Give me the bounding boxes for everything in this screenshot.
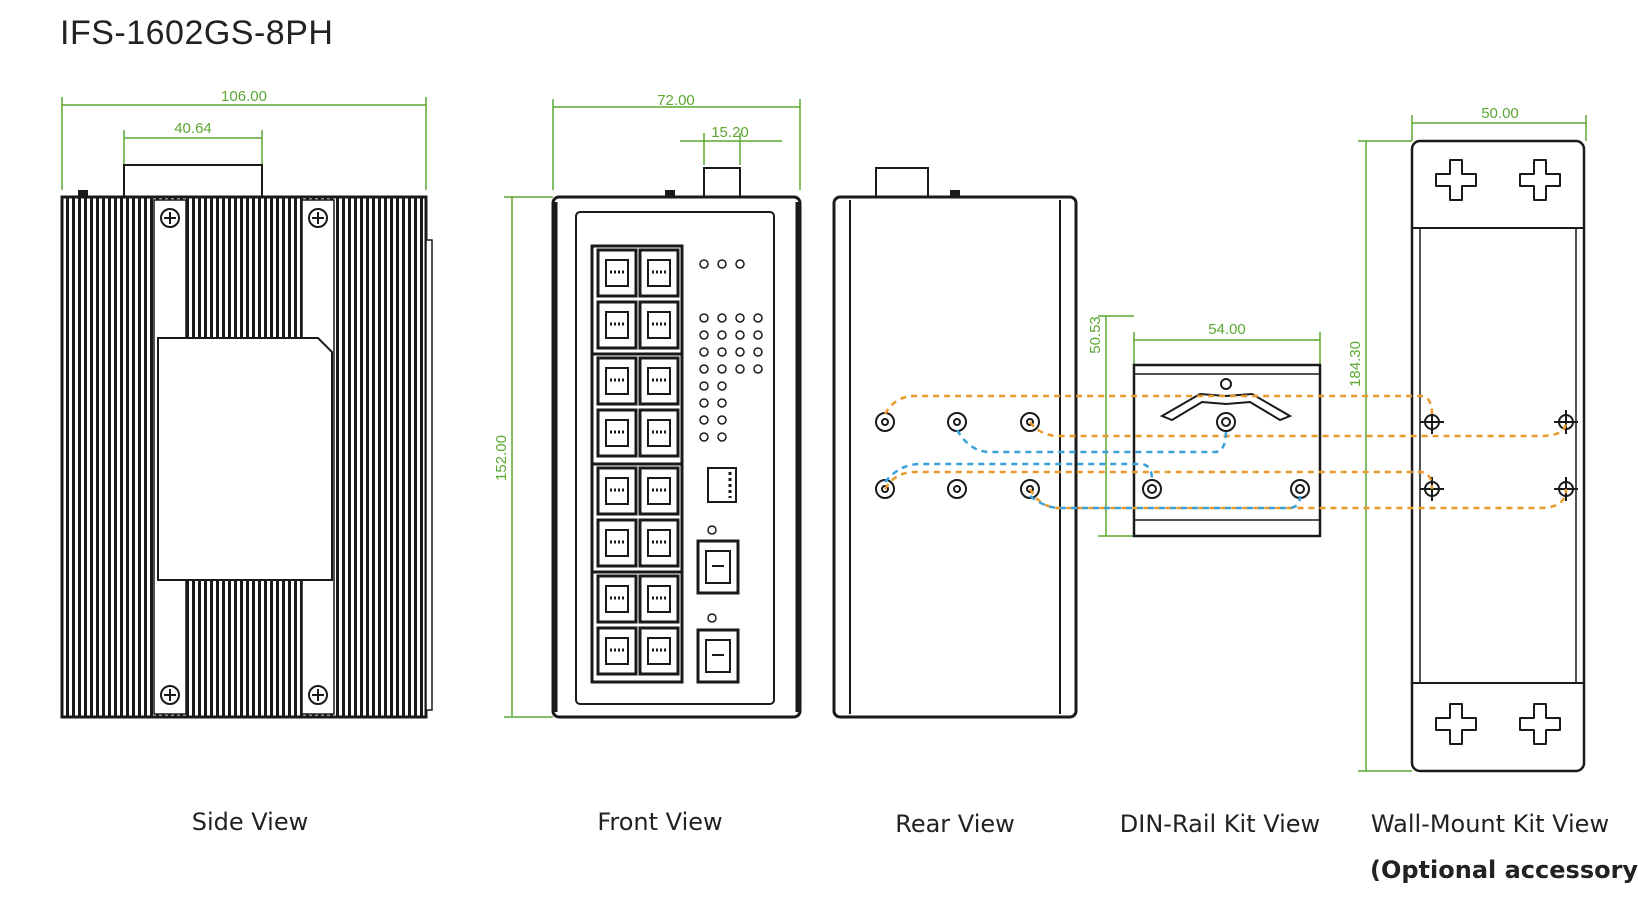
led-indicator bbox=[717, 259, 727, 269]
caption-wall-mount-kit-view: Wall-Mount Kit View bbox=[1370, 810, 1610, 838]
led-indicator bbox=[717, 364, 727, 374]
page-title: IFS-1602GS-8PH bbox=[60, 14, 334, 52]
rj45-port bbox=[596, 248, 638, 298]
led-indicator bbox=[717, 432, 727, 442]
keyhole-icon bbox=[1519, 703, 1561, 745]
din-rail-bracket bbox=[1132, 363, 1322, 538]
led-indicator bbox=[753, 313, 763, 323]
rj45-port bbox=[638, 300, 680, 350]
wall-mount-plate bbox=[1410, 139, 1586, 773]
led-indicator bbox=[717, 381, 727, 391]
side-label-plate bbox=[157, 337, 333, 581]
keyhole-icon bbox=[1519, 159, 1561, 201]
front-rail-label: 15.20 bbox=[711, 124, 749, 141]
rj45-port bbox=[596, 518, 638, 568]
din-rail-kit-view: 50.53 54.00 bbox=[1087, 315, 1322, 538]
front-dimensions bbox=[504, 99, 801, 718]
rj45-port bbox=[638, 574, 680, 624]
led-indicator bbox=[735, 364, 745, 374]
led-indicator bbox=[699, 381, 709, 391]
caption-side-view: Side View bbox=[191, 808, 309, 836]
top-connector bbox=[78, 190, 88, 198]
led-indicator bbox=[699, 398, 709, 408]
rear-body bbox=[832, 195, 1078, 719]
led-indicator bbox=[753, 330, 763, 340]
wall-height-label: 184.30 bbox=[1347, 341, 1364, 387]
caption-din-rail-kit-view: DIN-Rail Kit View bbox=[1119, 810, 1321, 838]
caption-front-view: Front View bbox=[597, 808, 723, 836]
rj45-port bbox=[596, 356, 638, 406]
caption-optional-accessory: (Optional accessory) bbox=[1370, 856, 1638, 884]
sfp-port bbox=[696, 525, 740, 684]
led-indicator bbox=[735, 347, 745, 357]
din-clip bbox=[123, 164, 263, 198]
led-indicator bbox=[699, 415, 709, 425]
keyhole-icon bbox=[1435, 159, 1561, 745]
rj45-port bbox=[638, 466, 680, 516]
wall-mount-kit-view: 184.30 50.00 bbox=[1347, 105, 1587, 773]
caption-rear-view: Rear View bbox=[895, 810, 1015, 838]
side-rail-label: 40.64 bbox=[174, 120, 212, 137]
alignment-guides bbox=[883, 394, 1568, 510]
din-width-label: 54.00 bbox=[1208, 321, 1246, 338]
rj45-port bbox=[638, 248, 680, 298]
rj45-port bbox=[638, 626, 680, 676]
led-indicator bbox=[717, 313, 727, 323]
led-indicator bbox=[735, 313, 745, 323]
keyhole-icon bbox=[1435, 703, 1477, 745]
rj45-port bbox=[638, 356, 680, 406]
side-view: 106.00 40.64 bbox=[60, 88, 433, 719]
front-din-clip bbox=[703, 167, 741, 199]
screw-icon bbox=[160, 208, 328, 705]
rj45-ports bbox=[596, 248, 680, 676]
din-height-label: 50.53 bbox=[1087, 316, 1104, 354]
dip-switch bbox=[707, 467, 737, 503]
rear-din-clip bbox=[875, 167, 929, 199]
keyhole-icon bbox=[1435, 159, 1477, 201]
front-view: 72.00 15.20 152.00 bbox=[493, 92, 802, 719]
led-indicator bbox=[699, 432, 709, 442]
led-indicator bbox=[699, 259, 709, 269]
side-edge bbox=[425, 239, 433, 711]
rj45-port bbox=[596, 626, 638, 676]
led-indicator bbox=[753, 347, 763, 357]
led-indicator bbox=[699, 347, 709, 357]
rj45-port bbox=[596, 574, 638, 624]
led-indicator bbox=[717, 398, 727, 408]
rj45-port bbox=[596, 300, 638, 350]
wall-screw-holes bbox=[1420, 410, 1578, 501]
rj45-port bbox=[638, 518, 680, 568]
led-indicator bbox=[717, 347, 727, 357]
led-indicator bbox=[699, 364, 709, 374]
led-indicator bbox=[735, 330, 745, 340]
led-indicator bbox=[717, 330, 727, 340]
led-indicator bbox=[753, 364, 763, 374]
led-indicator bbox=[717, 415, 727, 425]
side-width-dimension bbox=[61, 97, 427, 190]
side-width-label: 106.00 bbox=[221, 88, 267, 105]
front-width-label: 72.00 bbox=[657, 92, 695, 109]
rj45-port bbox=[596, 408, 638, 458]
front-top-connector bbox=[665, 190, 675, 198]
rj45-port bbox=[638, 408, 680, 458]
height-label: 152.00 bbox=[493, 435, 510, 481]
rear-view bbox=[832, 167, 1078, 719]
led-indicators bbox=[699, 259, 763, 442]
wall-width-label: 50.00 bbox=[1481, 105, 1519, 122]
led-indicator bbox=[735, 259, 745, 269]
led-indicator bbox=[699, 330, 709, 340]
led-indicator bbox=[699, 313, 709, 323]
rj45-port bbox=[596, 466, 638, 516]
